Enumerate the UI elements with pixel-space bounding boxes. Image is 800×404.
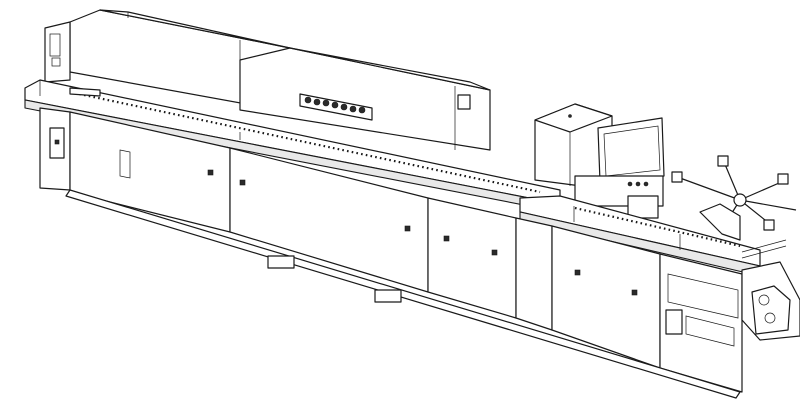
adjustment-knobs	[299, 93, 373, 121]
machine-feet	[267, 255, 402, 303]
outlet-unit	[741, 239, 800, 341]
feed-rail-extension	[519, 195, 761, 277]
upper-hood-middle	[239, 47, 491, 151]
end-enclosure	[534, 103, 613, 191]
control-screen	[574, 117, 665, 219]
coil-magazine	[671, 155, 797, 241]
upper-hood-left	[44, 9, 291, 113]
feed-rail	[24, 79, 561, 213]
base-cabinets	[39, 107, 743, 399]
